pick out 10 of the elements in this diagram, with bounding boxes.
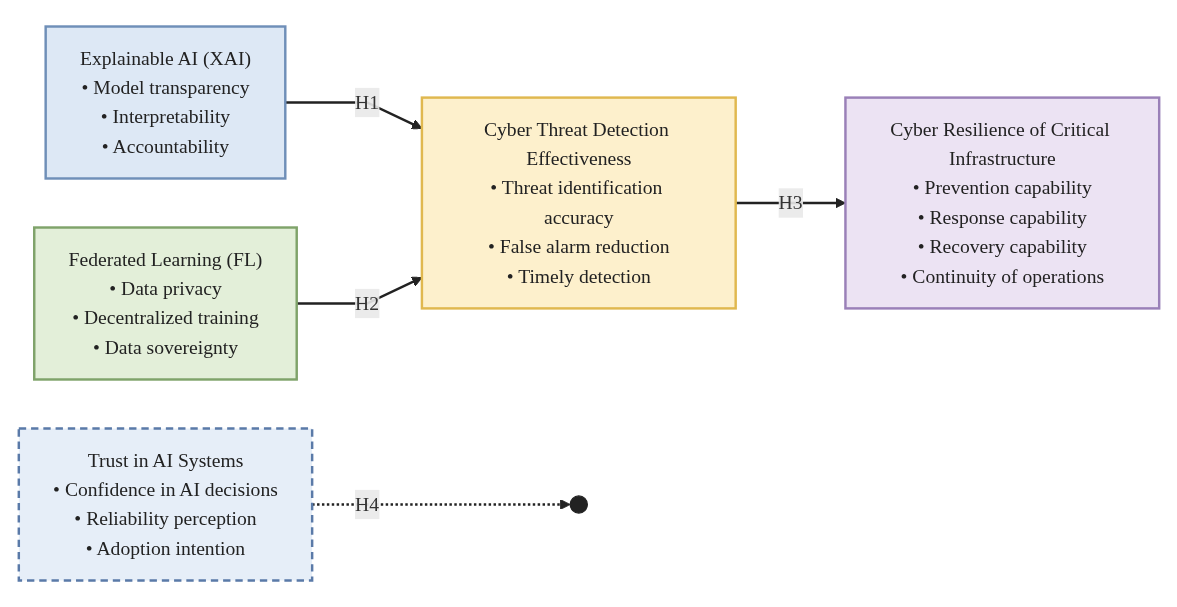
edge-label: H3 — [778, 191, 803, 213]
node-box: Cyber Threat Detection Effectiveness • Threat identification accuracy • False alarm reduction • Timely detection — [420, 96, 737, 310]
node-box: Explainable AI (XAI) • Model transparency • Interpretability • Accountability — [43, 25, 286, 180]
edge-label: H1 — [354, 91, 379, 113]
node-box: Trust in AI Systems • Confidence in AI decisions • Reliability perception • Adoption intention — [17, 427, 313, 582]
node-box: Federated Learning (FL) • Data privacy • Decentralized training • Data sovereignty — [32, 226, 298, 381]
edge-label: H4 — [354, 493, 379, 515]
node-box: Cyber Resilience of Critical Infrastructure • Prevention capability • Response capability • Recovery capability • Continuity of operations — [843, 96, 1160, 310]
edge-label: H2 — [354, 292, 379, 314]
arrow — [311, 499, 571, 510]
